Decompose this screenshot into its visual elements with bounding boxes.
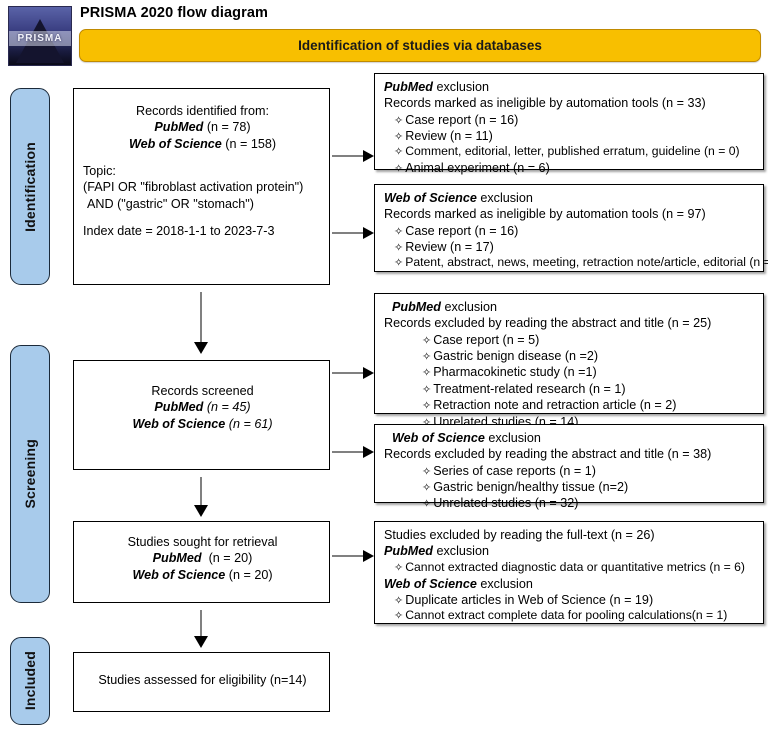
studies-sought-heading: Studies sought for retrieval bbox=[127, 535, 278, 549]
box-studies-sought: Studies sought for retrieval PubMed (n =… bbox=[73, 521, 330, 603]
ex-fulltext-source1: PubMed bbox=[384, 544, 433, 559]
list-item: Case report (n = 16) bbox=[384, 223, 756, 239]
list-item: Cannot extracted diagnostic data or quan… bbox=[384, 560, 756, 576]
page-title: PRISMA 2020 flow diagram bbox=[80, 5, 268, 21]
list-item: Review (n = 17) bbox=[384, 239, 756, 255]
stage-label-included: Included bbox=[10, 637, 50, 725]
ex-pubmed-title-source: PubMed bbox=[392, 300, 441, 314]
stage-label-identification-text: Identification bbox=[22, 141, 38, 232]
stage-label-included-text: Included bbox=[22, 651, 38, 711]
list-item: Animal experiment (n = 6) bbox=[384, 160, 756, 176]
box-records-identified: Records identified from: PubMed (n = 78)… bbox=[73, 88, 330, 285]
prisma-logo-text: PRISMA bbox=[17, 33, 63, 44]
ex-pubmed-auto-summary: Records marked as ineligible by automati… bbox=[384, 96, 706, 111]
box-exclusion-pubmed-title-abstract: PubMed exclusion Records excluded by rea… bbox=[374, 293, 764, 429]
list-item: Gastric benign/healthy tissue (n=2) bbox=[384, 479, 756, 495]
ex-pubmed-title-source-suffix: exclusion bbox=[440, 300, 497, 314]
studies-sought-source2-name: Web of Science bbox=[132, 567, 226, 582]
arrow-sought-to-assessed bbox=[194, 610, 208, 648]
stage-label-screening: Screening bbox=[10, 345, 50, 603]
records-identified-source2-count: (n = 158) bbox=[225, 136, 277, 151]
list-item: Comment, editorial, letter, published er… bbox=[384, 144, 756, 160]
ex-wos-auto-summary: Records marked as ineligible by automati… bbox=[384, 207, 706, 222]
records-screened-source2-count: (n = 61) bbox=[228, 416, 273, 431]
prisma-logo-band: PRISMA bbox=[9, 31, 71, 46]
records-identified-source1-name: PubMed bbox=[154, 120, 204, 135]
studies-sought-source1-count: (n = 20) bbox=[208, 551, 253, 566]
list-item: Pharmacokinetic study (n =1) bbox=[384, 364, 756, 380]
ex-wos-title-summary: Records excluded by reading the abstract… bbox=[384, 447, 712, 462]
studies-assessed-heading: Studies assessed for eligibility (n=14) bbox=[98, 673, 307, 687]
prisma-logo-icon: PRISMA bbox=[8, 6, 72, 66]
records-screened-source1-count: (n = 45) bbox=[206, 400, 251, 415]
ex-wos-title-source: Web of Science bbox=[392, 431, 485, 445]
box-exclusion-pubmed-automation: PubMed exclusion Records marked as ineli… bbox=[374, 73, 764, 175]
index-date: Index date = 2018-1-1 to 2023-7-3 bbox=[83, 224, 275, 239]
studies-sought-source1-name: PubMed bbox=[152, 551, 202, 566]
ex-wos-auto-source-suffix: exclusion bbox=[476, 191, 533, 205]
arrow-identified-to-pubmed-auto bbox=[332, 149, 374, 162]
arrow-identified-to-wos-auto bbox=[332, 226, 374, 239]
records-identified-source2-name: Web of Science bbox=[128, 136, 222, 151]
arrow-screened-to-sought bbox=[194, 477, 208, 517]
records-identified-source1-count: (n = 78) bbox=[206, 120, 251, 135]
list-item: Case report (n = 5) bbox=[384, 332, 756, 348]
ex-pubmed-title-summary: Records excluded by reading the abstract… bbox=[384, 316, 712, 331]
topic-query-line-1: (FAPI OR "fibroblast activation protein"… bbox=[83, 180, 304, 195]
list-item: Duplicate articles in Web of Science (n … bbox=[384, 592, 756, 608]
studies-sought-source2-count: (n = 20) bbox=[228, 567, 273, 582]
list-item: Treatment-related research (n = 1) bbox=[384, 381, 756, 397]
stage-label-identification: Identification bbox=[10, 88, 50, 285]
box-exclusion-wos-title-abstract: Web of Science exclusion Records exclude… bbox=[374, 424, 764, 510]
box-records-screened: Records screened PubMed (n = 45) Web of … bbox=[73, 360, 330, 470]
ex-fulltext-summary: Studies excluded by reading the full-tex… bbox=[384, 528, 655, 542]
list-item: Cannot extract complete data for pooling… bbox=[384, 608, 756, 624]
arrow-screened-to-wos-title bbox=[332, 445, 374, 458]
identification-banner: Identification of studies via databases bbox=[79, 29, 761, 62]
stage-label-screening-text: Screening bbox=[22, 439, 38, 509]
arrow-sought-to-fulltext bbox=[332, 549, 374, 562]
spacer bbox=[83, 152, 322, 163]
list-item: Gastric benign disease (n =2) bbox=[384, 348, 756, 364]
list-item: Series of case reports (n = 1) bbox=[384, 463, 756, 479]
records-screened-source2-name: Web of Science bbox=[132, 416, 226, 431]
list-item: Case report (n = 16) bbox=[384, 112, 756, 128]
records-screened-source1-name: PubMed bbox=[154, 400, 204, 415]
topic-label: Topic: bbox=[83, 164, 116, 179]
records-screened-heading: Records screened bbox=[151, 384, 254, 398]
ex-fulltext-source2: Web of Science bbox=[384, 576, 477, 591]
list-item: Review (n = 11) bbox=[384, 128, 756, 144]
topic-query-line-2: AND ("gastric" OR "stomach") bbox=[87, 196, 254, 211]
ex-wos-auto-source: Web of Science bbox=[384, 191, 477, 205]
box-exclusion-full-text: Studies excluded by reading the full-tex… bbox=[374, 521, 764, 624]
ex-fulltext-source1-suffix: exclusion bbox=[432, 544, 489, 559]
arrow-screened-to-pubmed-title bbox=[332, 366, 374, 379]
ex-pubmed-auto-source-suffix: exclusion bbox=[432, 80, 489, 94]
identification-banner-label: Identification of studies via databases bbox=[298, 38, 542, 53]
arrow-identified-to-screened bbox=[194, 292, 208, 354]
list-item: Unrelated studies (n = 32) bbox=[384, 495, 756, 511]
ex-pubmed-auto-source: PubMed bbox=[384, 80, 433, 94]
ex-wos-title-source-suffix: exclusion bbox=[484, 431, 541, 445]
box-exclusion-wos-automation: Web of Science exclusion Records marked … bbox=[374, 184, 768, 272]
spacer bbox=[83, 212, 322, 223]
list-item: Patent, abstract, news, meeting, retract… bbox=[384, 255, 768, 271]
ex-fulltext-source2-suffix: exclusion bbox=[476, 576, 533, 591]
records-identified-heading: Records identified from: bbox=[136, 104, 269, 118]
list-item: Retraction note and retraction article (… bbox=[384, 397, 756, 413]
box-studies-assessed: Studies assessed for eligibility (n=14) bbox=[73, 652, 330, 712]
